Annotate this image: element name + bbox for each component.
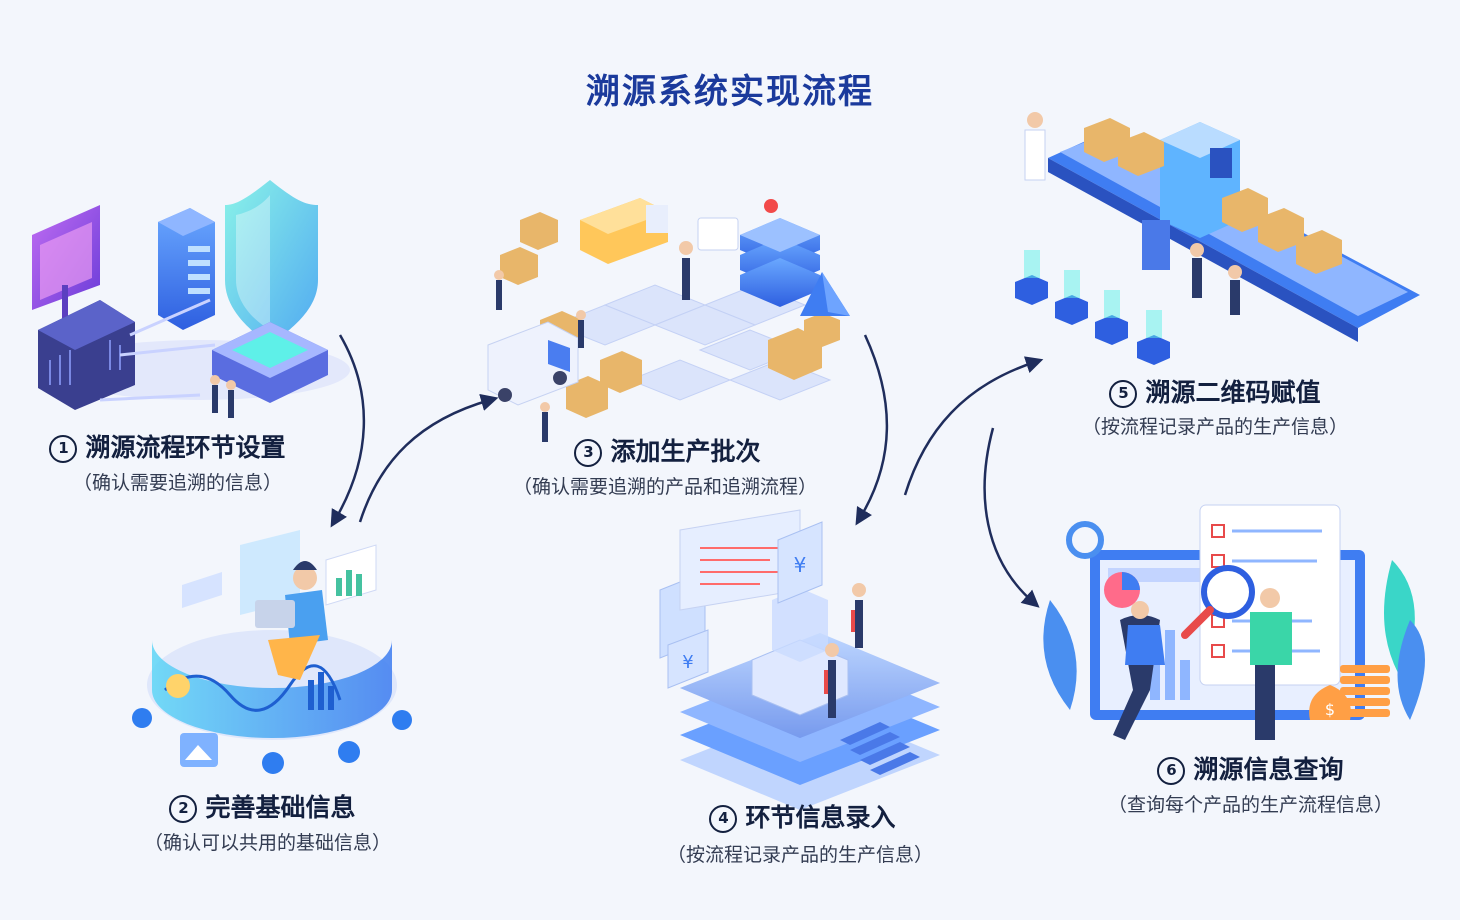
illustration-step4: ¥ ¥	[659, 509, 940, 810]
illustration-step2	[132, 530, 412, 774]
arrow-3-to-4	[855, 334, 889, 526]
step-3-subtitle: （确认需要追溯的产品和追溯流程）	[512, 476, 817, 498]
step-6-number: 6	[1157, 757, 1186, 785]
step-4-number: 4	[709, 805, 738, 833]
step-3-number: 3	[574, 439, 603, 467]
step-4-subtitle: （按流程记录产品的生产信息）	[666, 844, 933, 866]
step-2-number: 2	[169, 795, 198, 823]
box-stack	[500, 212, 840, 418]
illustration-step1	[32, 180, 350, 418]
illustration-step6: $	[1043, 504, 1425, 740]
step-6-subtitle: （查询每个产品的生产流程信息）	[1107, 794, 1393, 816]
step-2-subtitle: （确认可以共用的基础信息）	[143, 832, 391, 854]
yen-glyph-2: ¥	[682, 652, 693, 673]
step-1-number: 1	[49, 435, 78, 463]
arrow-2-to-3	[358, 393, 499, 523]
arrow-5-to-6	[983, 427, 1040, 608]
illustration-step3	[487, 198, 850, 442]
step-1-subtitle: （确认需要追溯的信息）	[72, 472, 282, 494]
page-title: 溯源系统实现流程	[586, 72, 874, 112]
step-5-subtitle: （按流程记录产品的生产信息）	[1081, 416, 1348, 438]
illustration-step5	[1015, 112, 1420, 365]
arrow-4-to-5	[903, 356, 1044, 496]
flow-arrows	[330, 334, 1044, 608]
yen-glyph: ¥	[794, 553, 807, 577]
dollar-glyph: $	[1325, 700, 1335, 719]
arrow-1-to-2	[330, 334, 366, 528]
step-5-number: 5	[1109, 380, 1138, 408]
